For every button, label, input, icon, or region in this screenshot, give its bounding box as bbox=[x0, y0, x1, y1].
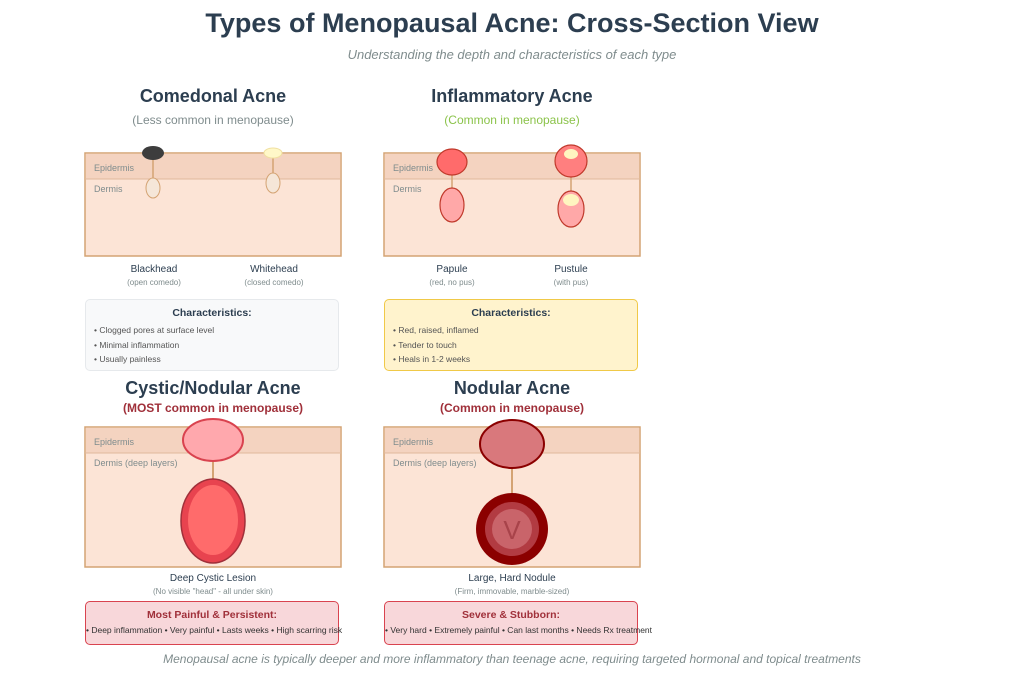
summary-points: • Very hard • Extremely painful • Can la… bbox=[385, 625, 653, 635]
dermis-label: Dermis bbox=[393, 184, 422, 194]
characteristic-item: Clogged pores at surface level bbox=[94, 323, 338, 338]
pustule-top bbox=[554, 144, 588, 178]
characteristic-item: Red, raised, inflamed bbox=[393, 323, 637, 338]
comedonal-title: Comedonal Acne bbox=[139, 86, 287, 106]
summary-heading: Most Painful & Persistent: bbox=[146, 609, 278, 621]
whitehead-label: Whitehead bbox=[250, 264, 298, 275]
characteristic-item: Tender to touch bbox=[393, 338, 637, 353]
cyst-label: Deep Cystic Lesion bbox=[169, 573, 257, 584]
footer-note: Menopausal acne is typically deeper and … bbox=[163, 652, 861, 666]
inflammatory-cross-section: Epidermis Dermis bbox=[383, 144, 641, 257]
page-title: Types of Menopausal Acne: Cross-Section … bbox=[205, 8, 819, 38]
cystic-subtitle: (MOST common in menopause) bbox=[122, 401, 303, 415]
comedonal-characteristics: Characteristics: Clogged pores at surfac… bbox=[85, 299, 339, 371]
cyst-sublabel: (No visible "head" - all under skin) bbox=[153, 587, 273, 596]
inflammatory-title: Inflammatory Acne bbox=[431, 86, 593, 106]
blackhead-plug bbox=[142, 146, 164, 160]
characteristics-heading: Characteristics: bbox=[172, 307, 252, 319]
dermis-label: Dermis (deep layers) bbox=[393, 458, 477, 468]
dermis-label: Dermis bbox=[94, 184, 123, 194]
nodular-title: Nodular Acne bbox=[453, 378, 571, 398]
summary-points: • Deep inflammation • Very painful • Las… bbox=[86, 625, 343, 635]
characteristic-item: Heals in 1-2 weeks bbox=[393, 352, 637, 367]
whitehead-plug bbox=[263, 147, 283, 159]
page-subtitle: Understanding the depth and characterist… bbox=[347, 47, 677, 62]
nodular-subtitle: (Common in menopause) bbox=[439, 401, 584, 415]
whitehead-follicle bbox=[265, 172, 281, 194]
epidermis-label: Epidermis bbox=[94, 163, 135, 173]
characteristic-item: Usually painless bbox=[94, 352, 338, 367]
pustule-sublabel: (with pus) bbox=[553, 278, 589, 287]
cystic-summary-box: Most Painful & Persistent: • Deep inflam… bbox=[85, 601, 343, 645]
nodule-label: Large, Hard Nodule bbox=[468, 573, 556, 584]
characteristics-heading: Characteristics: bbox=[471, 307, 551, 319]
blackhead-follicle bbox=[145, 177, 161, 199]
blackhead-sublabel: (open comedo) bbox=[127, 278, 181, 287]
nodule-sublabel: (Firm, immovable, marble-sized) bbox=[454, 587, 570, 596]
whitehead-sublabel: (closed comedo) bbox=[244, 278, 304, 287]
inflammatory-subtitle: (Common in menopause) bbox=[444, 113, 580, 127]
epidermis-label: Epidermis bbox=[393, 437, 434, 447]
epidermis-label: Epidermis bbox=[393, 163, 434, 173]
comedonal-cross-section: Epidermis Dermis bbox=[84, 146, 342, 257]
cystic-title: Cystic/Nodular Acne bbox=[125, 378, 301, 398]
pustule-label: Pustule bbox=[554, 264, 588, 275]
cystic-cross-section: Epidermis Dermis (deep layers) bbox=[84, 418, 342, 568]
papule-sublabel: (red, no pus) bbox=[429, 278, 475, 287]
summary-heading: Severe & Stubborn: bbox=[461, 609, 561, 621]
inflammatory-characteristics: Characteristics: Red, raised, inflamed T… bbox=[384, 299, 638, 371]
epidermis-label: Epidermis bbox=[94, 437, 135, 447]
comedonal-subtitle: (Less common in menopause) bbox=[132, 113, 294, 127]
nodule-surface bbox=[479, 419, 545, 469]
blackhead-label: Blackhead bbox=[130, 264, 178, 275]
nodular-summary-box: Severe & Stubborn: • Very hard • Extreme… bbox=[384, 601, 653, 645]
papule-top bbox=[436, 148, 468, 176]
nodule-glyph: V bbox=[503, 515, 521, 545]
epidermis-layer bbox=[85, 153, 341, 180]
papule-label: Papule bbox=[436, 264, 468, 275]
papule-base bbox=[439, 187, 465, 223]
nodular-cross-section: Epidermis Dermis (deep layers) V bbox=[383, 419, 641, 568]
cyst-surface bbox=[182, 418, 244, 462]
dermis-label: Dermis (deep layers) bbox=[94, 458, 178, 468]
characteristic-item: Minimal inflammation bbox=[94, 338, 338, 353]
